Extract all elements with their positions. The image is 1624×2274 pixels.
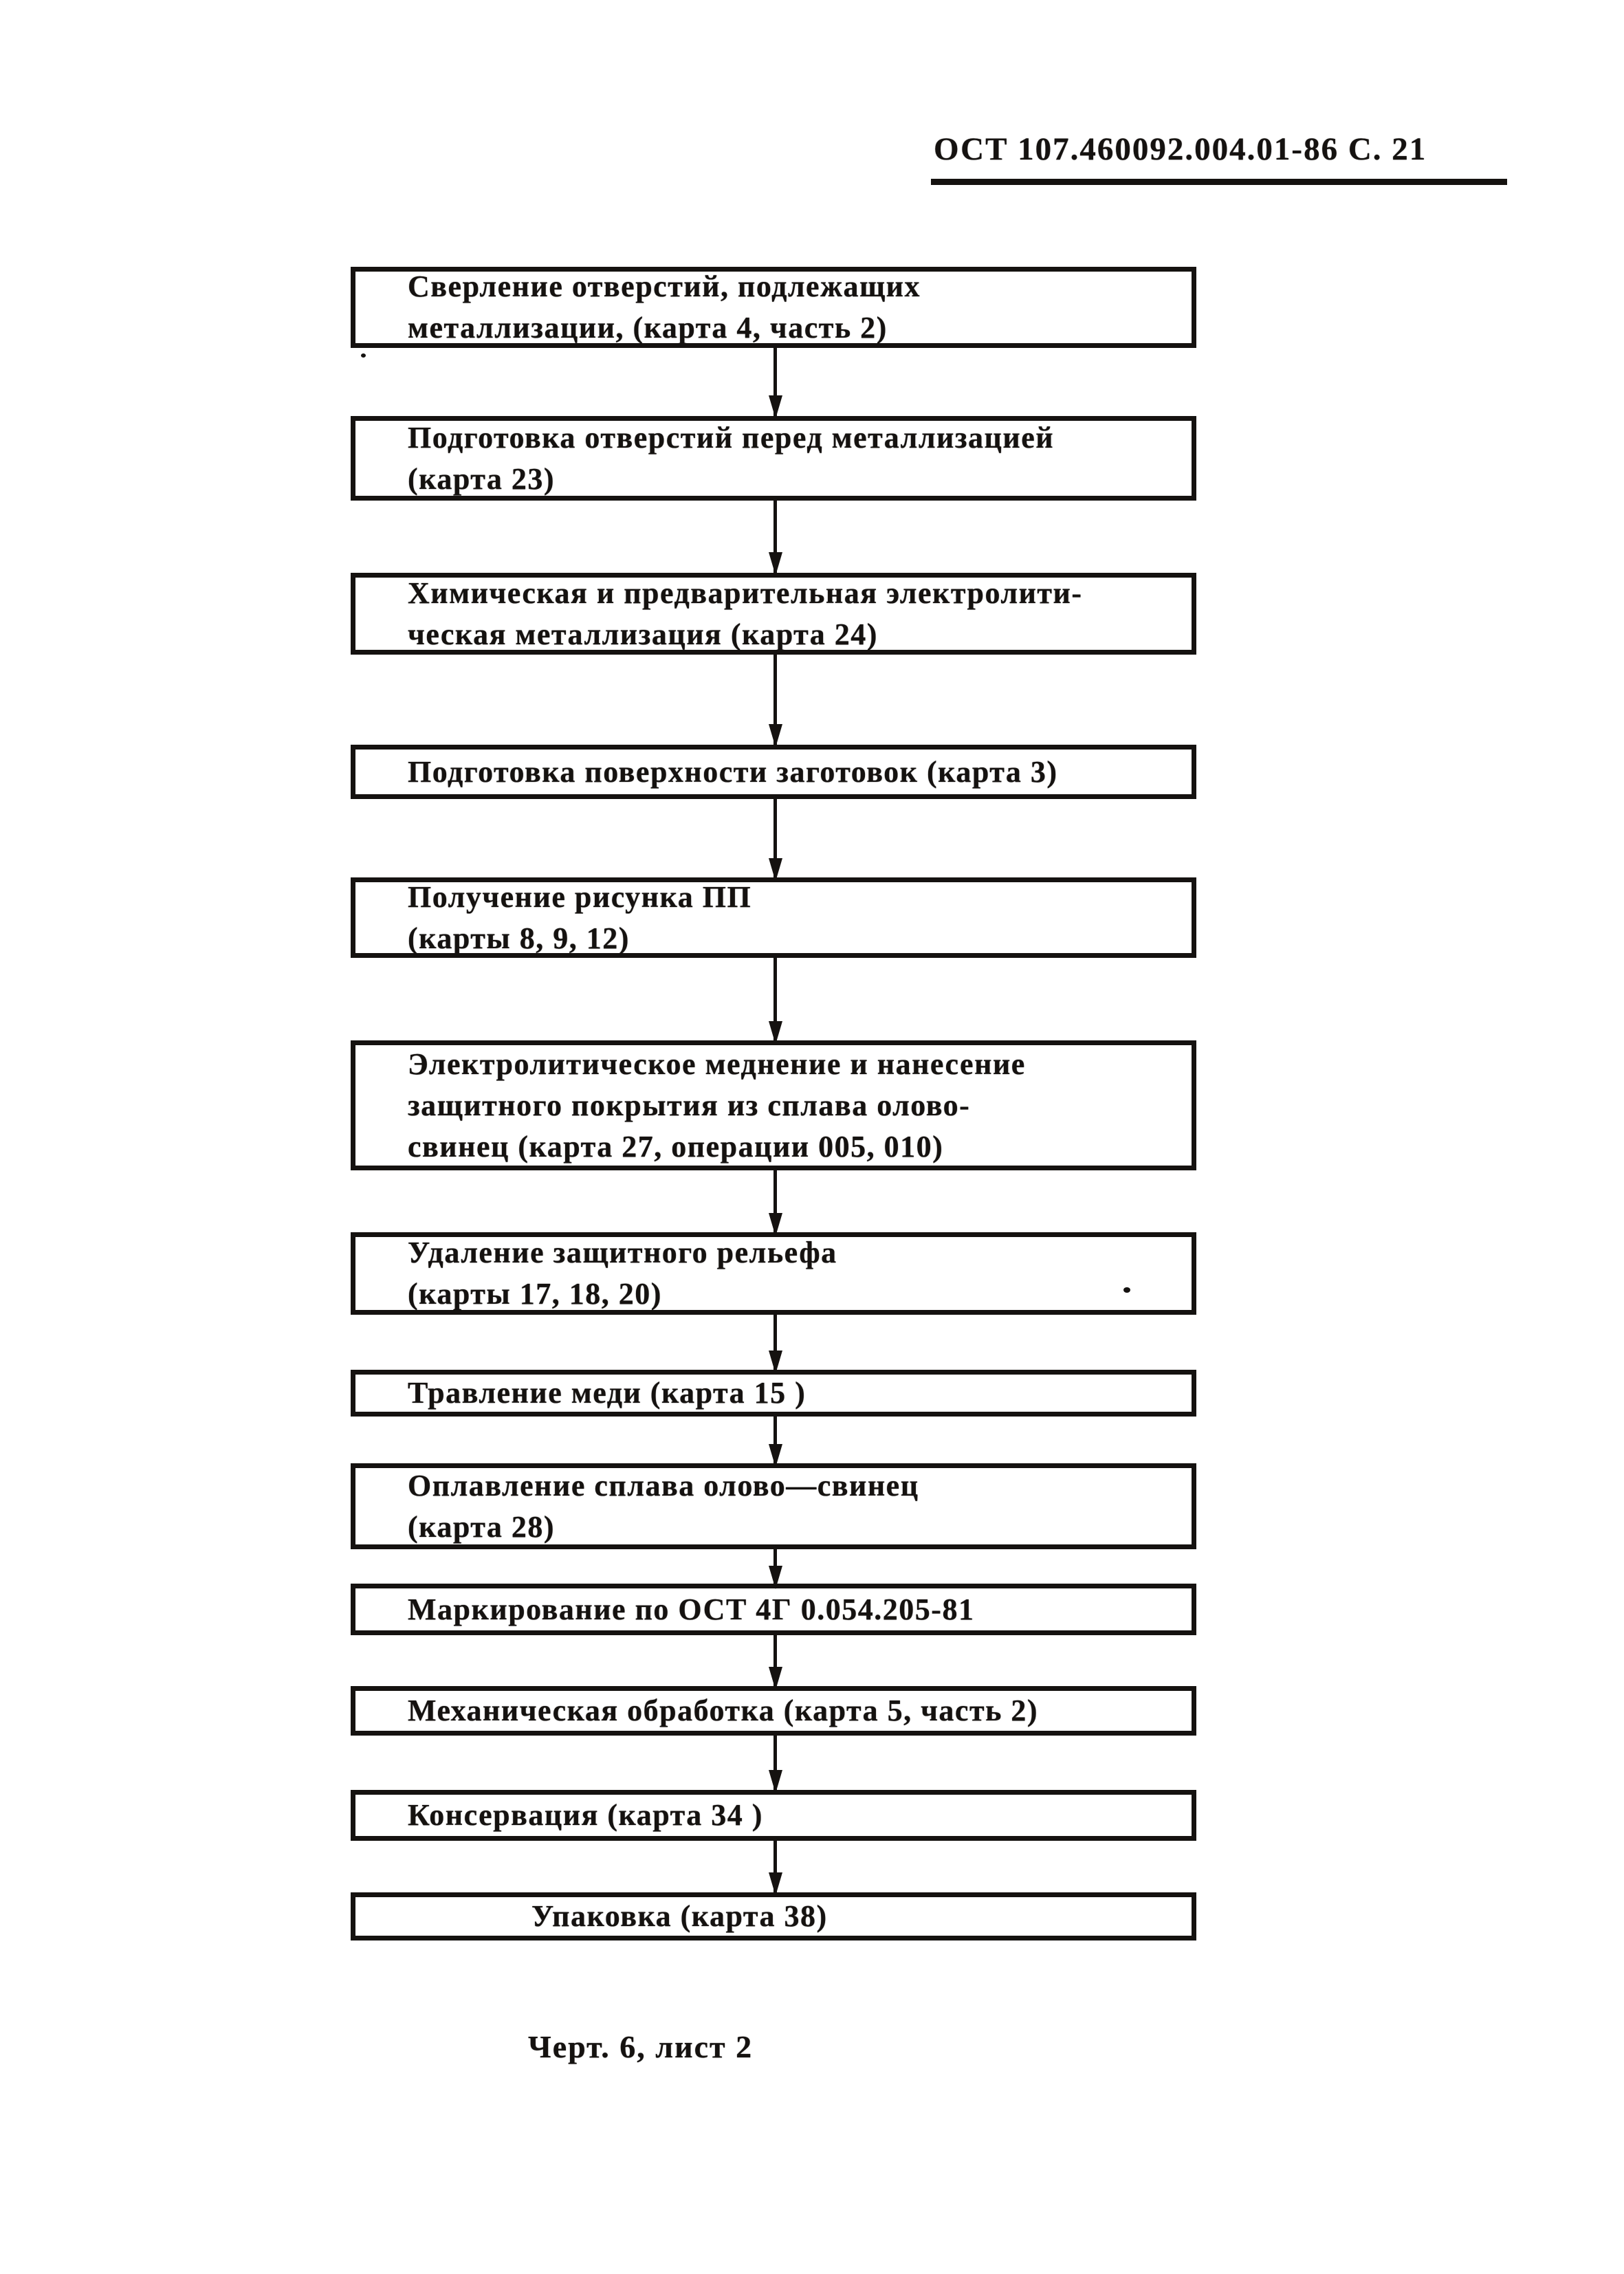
flow-arrow-4 (773, 798, 777, 880)
flow-arrow-8 (773, 1415, 777, 1466)
flow-step-8: Травление меди (карта 15 ) (351, 1370, 1196, 1417)
step-text: (карты 8, 9, 12) (408, 921, 630, 955)
step-text: Оплавление сплава олово—свинец (408, 1468, 919, 1502)
flow-arrow-5 (773, 956, 777, 1043)
step-text: Маркирование по ОСТ 4Г 0.054.205-81 (408, 1592, 975, 1626)
flow-step-5: Получение рисунка ПП (карты 8, 9, 12) (351, 877, 1196, 958)
flow-arrow-6 (773, 1169, 777, 1235)
flow-arrow-11 (773, 1734, 777, 1792)
flow-arrow-10 (773, 1634, 777, 1689)
document-header: ОСТ 107.460092.004.01-86 С. 21 (934, 131, 1427, 167)
flow-step-9: Оплавление сплава олово—свинец (карта 28… (351, 1463, 1196, 1549)
figure-caption: Черт. 6, лист 2 (528, 2029, 754, 2064)
step-text: металлизации, (карта 4, часть 2) (408, 311, 888, 345)
flow-step-4: Подготовка поверхности заготовок (карта … (351, 745, 1196, 799)
scan-speck (361, 353, 366, 358)
step-text: Подготовка отверстий перед металлизацией (408, 420, 1055, 455)
flow-step-11: Механическая обработка (карта 5, часть 2… (351, 1686, 1196, 1736)
flow-arrow-12 (773, 1839, 777, 1894)
step-text: защитного покрытия из сплава олово- (408, 1088, 971, 1122)
step-text: (карта 28) (408, 1509, 556, 1544)
flow-arrow-2 (773, 499, 777, 574)
step-text: Упаковка (карта 38) (531, 1899, 828, 1933)
step-text: Сверление отверстий, подлежащих (408, 270, 921, 303)
step-text: Подготовка поверхности заготовок (карта … (408, 754, 1058, 789)
flow-step-7: Удаление защитного рельефа (карты 17, 18… (351, 1232, 1196, 1315)
step-text: Химическая и предварительная электролити… (408, 576, 1083, 610)
step-text: свинец (карта 27, операции 005, 010) (408, 1129, 944, 1163)
flow-step-12: Консервация (карта 34 ) (351, 1790, 1196, 1841)
flow-arrow-7 (773, 1313, 777, 1373)
flow-step-1: Сверление отверстий, подлежащих металлиз… (351, 267, 1196, 348)
step-text: Травление меди (карта 15 ) (408, 1376, 806, 1410)
step-text: Удаление защитного рельефа (408, 1236, 837, 1269)
step-text: Консервация (карта 34 ) (408, 1798, 763, 1832)
flow-step-2: Подготовка отверстий перед металлизацией… (351, 416, 1196, 501)
flow-arrow-1 (773, 347, 777, 417)
flow-arrow-9 (773, 1548, 777, 1588)
scan-speck (1123, 1287, 1130, 1293)
step-text: (карта 23) (408, 461, 556, 496)
flow-step-13: Упаковка (карта 38) (351, 1892, 1196, 1940)
flow-step-6: Электролитическое меднение и нанесение з… (351, 1040, 1196, 1170)
step-text: Получение рисунка ПП (408, 879, 752, 914)
step-text: Механическая обработка (карта 5, часть 2… (408, 1694, 1038, 1727)
flow-step-3: Химическая и предварительная электролити… (351, 573, 1196, 655)
flow-step-10: Маркирование по ОСТ 4Г 0.054.205-81 (351, 1584, 1196, 1635)
step-text: ческая металлизация (карта 24) (408, 617, 878, 651)
step-text: (карты 17, 18, 20) (408, 1277, 662, 1311)
header-divider (931, 179, 1507, 185)
flow-arrow-3 (773, 653, 777, 746)
step-text: Электролитическое меднение и нанесение (408, 1047, 1026, 1081)
